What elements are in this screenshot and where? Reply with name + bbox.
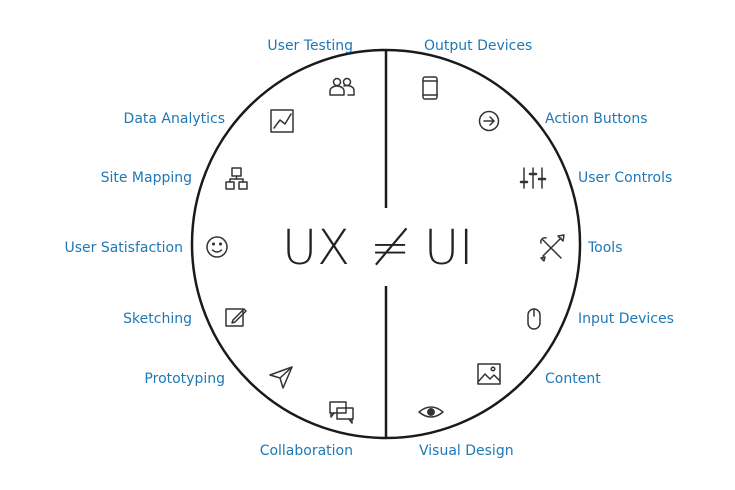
label-user-satisfaction: User Satisfaction (64, 240, 183, 256)
sitemap-icon (225, 167, 248, 190)
users-icon (329, 77, 355, 96)
smiley-icon (206, 236, 228, 258)
label-tools: Tools (588, 240, 623, 256)
eye-icon (418, 406, 444, 418)
label-user-testing: User Testing (267, 38, 353, 54)
label-output-devices: Output Devices (424, 38, 533, 54)
ux-term: UX (282, 220, 351, 276)
label-site-mapping: Site Mapping (100, 170, 192, 186)
label-data-analytics: Data Analytics (123, 111, 225, 127)
mouse-icon (527, 308, 541, 330)
chart-icon (270, 109, 294, 133)
label-input-devices: Input Devices (578, 311, 674, 327)
paper-plane-icon (269, 366, 293, 389)
chat-icon (329, 401, 354, 424)
not-equal-symbol: ≠ (370, 220, 411, 276)
label-content: Content (545, 371, 601, 387)
label-prototyping: Prototyping (144, 371, 225, 387)
pencil-icon (225, 308, 247, 327)
arrow-button-icon (478, 110, 500, 132)
label-user-controls: User Controls (578, 170, 673, 186)
tools-icon (540, 234, 565, 262)
label-collaboration: Collaboration (259, 443, 353, 459)
label-visual-design: Visual Design (419, 443, 514, 459)
label-action-buttons: Action Buttons (545, 111, 648, 127)
label-sketching: Sketching (123, 311, 192, 327)
ui-term: UI (424, 220, 474, 276)
phone-icon (422, 76, 438, 100)
sliders-icon (519, 167, 547, 189)
image-icon (477, 363, 501, 385)
